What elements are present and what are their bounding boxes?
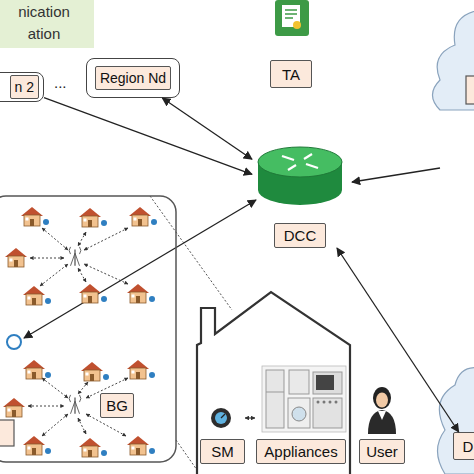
link-arrow [337,248,459,432]
region-box: n 2 [0,72,44,102]
link-arrow [245,417,255,418]
node-label: Region Nd [95,66,171,90]
node-label: DCC [274,223,326,248]
legend-note-box: nication ation [0,0,94,48]
control-center: DCC [252,136,348,248]
node-label: TA [282,66,300,83]
user-box: User [358,378,406,464]
node-label: Appliances [256,439,346,464]
region-box: Region Nd [86,58,180,98]
appliances-box: Appliances [255,362,347,464]
ellipsis-label: ... [54,74,67,91]
node-label: User [359,439,405,464]
node-label: BG [106,397,128,414]
authority-box: TA [270,60,312,88]
link-arrow [162,98,252,159]
node-label: SM [200,439,245,464]
meter-box: SM [200,398,245,464]
gateway-box: BG [100,393,134,418]
link-arrow [44,98,252,175]
node-label: n 2 [10,75,39,99]
node-label: D [463,438,474,455]
node-label: nication ation [4,1,84,45]
cloud-box: D [453,432,474,460]
